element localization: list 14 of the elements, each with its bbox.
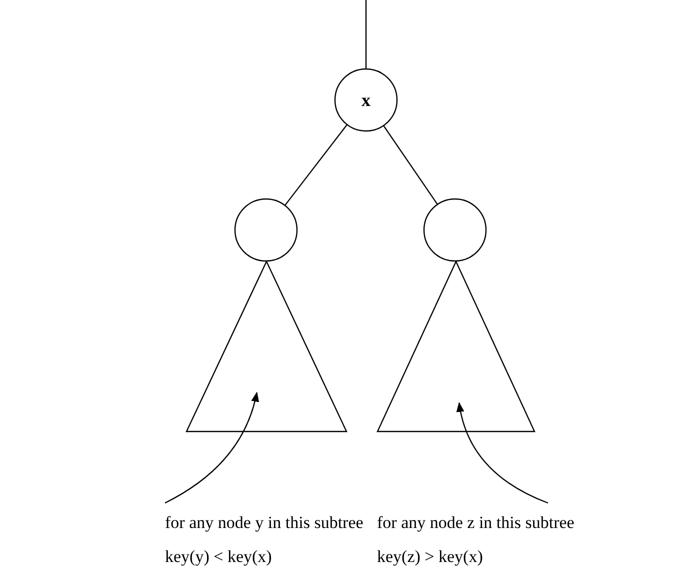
annotation-text: key(z) > key(x): [377, 546, 484, 568]
subtree-triangle: [377, 261, 535, 432]
tree-node-circle: [423, 198, 487, 262]
leader-arrow: [456, 402, 548, 504]
tree-edge: [365, 0, 367, 69]
annotation-text: key(y) < key(x): [165, 546, 273, 568]
tree-node-circle: x: [334, 68, 398, 132]
subtree-triangle: [186, 261, 347, 432]
leader-arrow: [164, 392, 259, 504]
annotation-text: for any node z in this subtree: [377, 512, 574, 534]
tree-edge: [383, 125, 438, 205]
tree-edge: [284, 124, 348, 206]
annotation-text: for any node y in this subtree: [165, 512, 364, 534]
tree-node-circle: [234, 198, 298, 262]
